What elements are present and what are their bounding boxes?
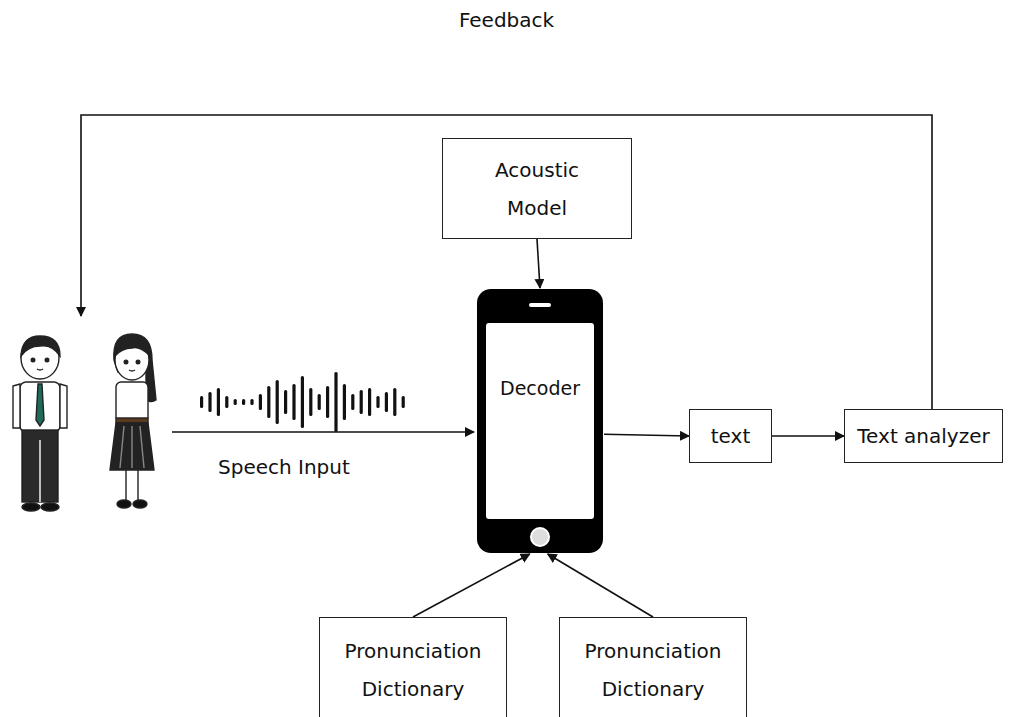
node-text: Acoustic Model xyxy=(482,151,592,227)
wave-bar xyxy=(225,396,228,408)
man-figure xyxy=(13,336,67,511)
wave-bar xyxy=(208,392,211,412)
decoder-phone: Decoder xyxy=(476,288,604,554)
arrow-connector xyxy=(413,554,530,617)
wave-bar xyxy=(368,388,371,416)
diagram-title: Feedback xyxy=(0,8,1013,32)
wave-bar xyxy=(276,380,279,424)
dictionary-box: Pronunciation Dictionary xyxy=(559,617,747,717)
node-text: text xyxy=(711,417,750,455)
wave-bar xyxy=(301,376,304,428)
dictionary-box: Pronunciation Dictionary xyxy=(319,617,507,717)
phone-outline xyxy=(476,288,604,554)
wave-bar xyxy=(393,388,396,416)
node-text: Pronunciation Dictionary xyxy=(573,632,733,708)
arrow-connector xyxy=(604,434,689,436)
wave-bar xyxy=(343,384,346,420)
wave-bar xyxy=(234,399,237,405)
wave-bar xyxy=(292,384,295,420)
wave-bar xyxy=(351,394,354,410)
wave-bar xyxy=(250,399,253,405)
wave-bar xyxy=(402,396,405,408)
wave-bar xyxy=(385,392,388,412)
arrow-connector xyxy=(772,435,844,437)
text-box: text xyxy=(689,409,772,463)
wave-bar xyxy=(318,394,321,410)
woman-figure xyxy=(110,334,156,508)
wave-bar xyxy=(284,390,287,414)
node-text: Text analyzer xyxy=(857,417,989,455)
wave-bar xyxy=(267,386,270,418)
wave-bar xyxy=(334,372,337,432)
wave-bar xyxy=(259,394,262,410)
wave-bar xyxy=(326,386,329,418)
arrow-connector xyxy=(537,239,540,288)
wave-bar xyxy=(360,390,363,414)
wave-bar xyxy=(217,388,220,416)
model-box: Acoustic Model xyxy=(442,138,632,239)
node-text: Pronunciation Dictionary xyxy=(333,632,493,708)
wave-bar xyxy=(309,388,312,416)
speech-label: Speech Input xyxy=(218,455,350,479)
arrow-connector xyxy=(548,554,653,617)
node-text: Decoder xyxy=(500,376,580,401)
wave-bar xyxy=(242,399,245,405)
speech-arrow xyxy=(172,431,474,433)
waveform xyxy=(200,372,405,432)
wave-bar xyxy=(376,396,379,408)
analyzer-box: Text analyzer xyxy=(844,409,1003,463)
wave-bar xyxy=(200,396,203,408)
